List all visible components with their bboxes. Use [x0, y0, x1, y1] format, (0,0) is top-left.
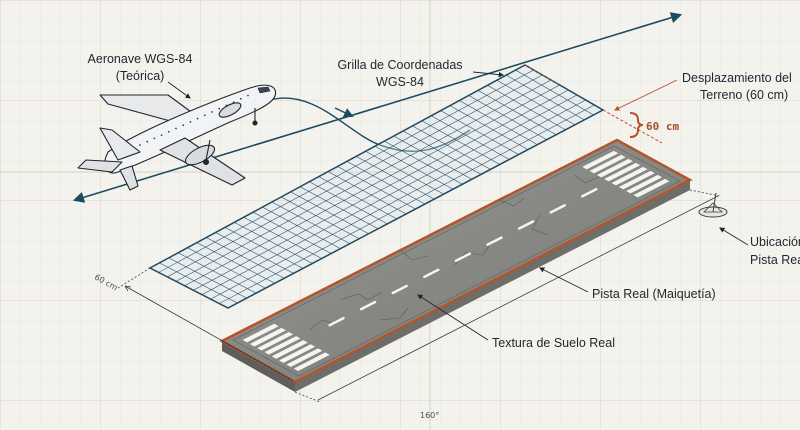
grid-leader	[472, 71, 505, 78]
grid-label-line1: Grilla de Coordenadas	[337, 58, 462, 72]
runway-leader	[539, 267, 589, 293]
location-label-line2: Pista Real	[750, 253, 800, 267]
approach-curve	[269, 97, 471, 152]
runway-slab	[219, 138, 693, 392]
offset-indicator	[524, 64, 663, 144]
aircraft-label-line1: Aeronave WGS-84	[88, 52, 193, 66]
location-leader	[719, 227, 749, 246]
aircraft	[77, 84, 277, 191]
texture-leader	[417, 294, 489, 341]
texture-label: Textura de Suelo Real	[492, 336, 615, 350]
length-dimension	[294, 189, 721, 403]
location-marker	[698, 192, 728, 218]
runway-label: Pista Real (Maiquetía)	[592, 287, 716, 301]
approach-arrow	[334, 107, 354, 118]
heading-label: 160°	[420, 411, 439, 420]
aircraft-leader	[167, 81, 191, 99]
offset-value: 60 cm	[646, 120, 679, 133]
offset-leader	[614, 79, 678, 111]
width-dimension	[117, 267, 297, 384]
flight-path	[72, 12, 683, 203]
offset-label-line1: Desplazamiento del	[682, 71, 792, 85]
offset-label-line2: Terreno (60 cm)	[700, 88, 788, 102]
grid-label-line2: WGS-84	[376, 75, 424, 89]
aircraft-label-line2: (Teórica)	[116, 69, 165, 83]
location-label-line1: Ubicación	[750, 235, 800, 249]
